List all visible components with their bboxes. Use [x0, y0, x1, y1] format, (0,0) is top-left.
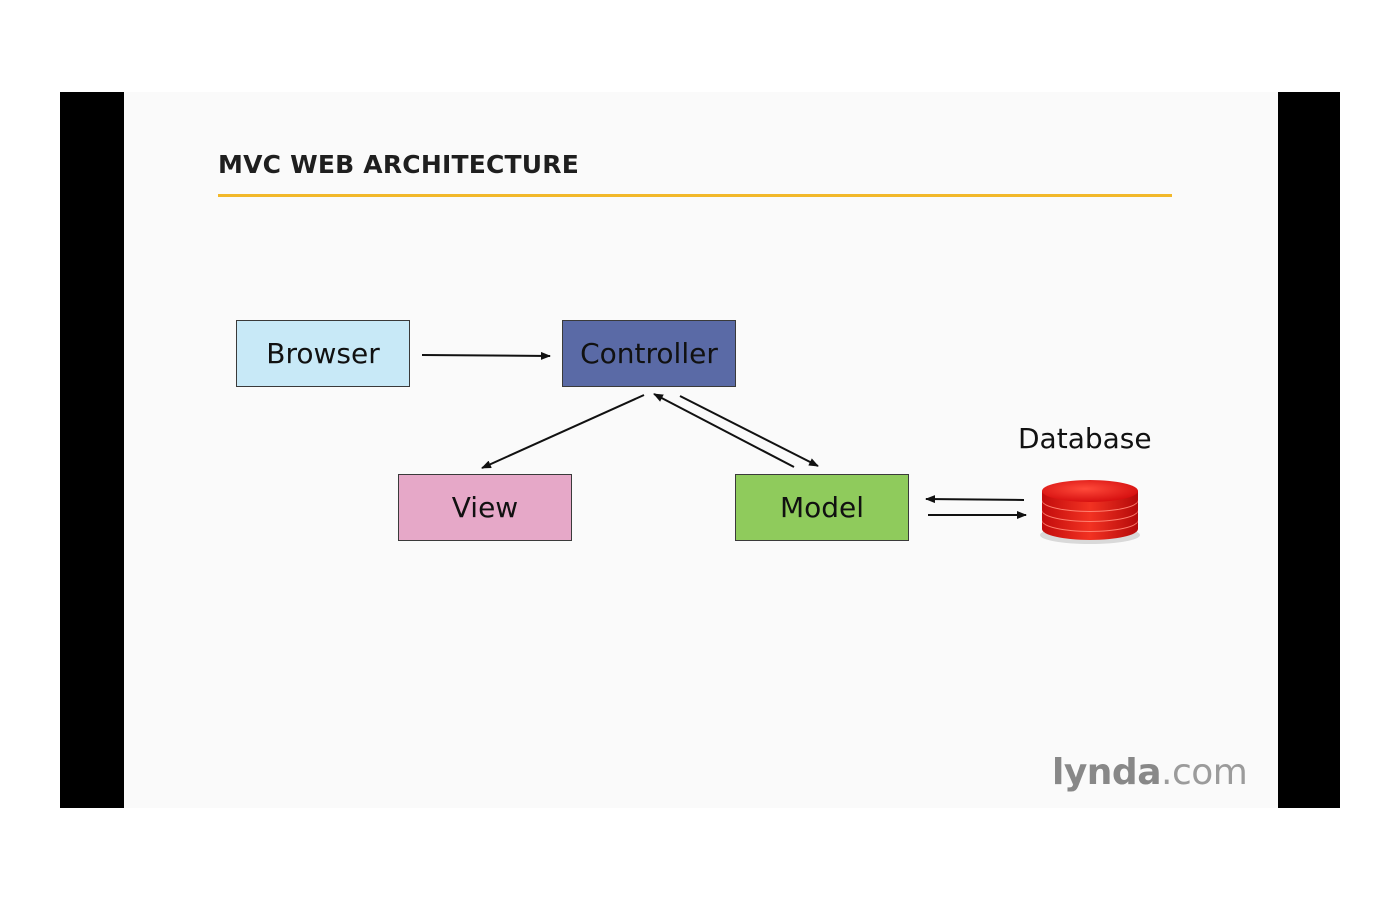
diagram-arrows	[421, 351, 1027, 519]
arrow-model-to-controller	[653, 393, 795, 468]
view-label: View	[451, 491, 519, 524]
controller-label: Controller	[580, 337, 718, 370]
title-underline	[218, 194, 1172, 197]
model-node: Model	[735, 474, 909, 541]
arrow-controller-to-view	[481, 394, 645, 469]
arrow-browser-to-controller	[421, 351, 551, 360]
slide-title: MVC WEB ARCHITECTURE	[218, 150, 580, 179]
database-icon	[1040, 480, 1140, 544]
database-label: Database	[1018, 422, 1152, 455]
controller-node: Controller	[562, 320, 736, 387]
browser-label: Browser	[266, 337, 380, 370]
logo-bold: lynda	[1052, 752, 1162, 793]
view-node: View	[398, 474, 572, 541]
slide: MVC WEB ARCHITECTURE Browser Controller …	[124, 92, 1278, 808]
browser-node: Browser	[236, 320, 410, 387]
model-label: Model	[779, 491, 865, 524]
arrow-database-to-model	[925, 495, 1025, 504]
logo-light: .com	[1161, 752, 1248, 793]
arrow-controller-to-model	[679, 395, 819, 467]
lynda-logo: lynda.com	[1052, 752, 1248, 793]
